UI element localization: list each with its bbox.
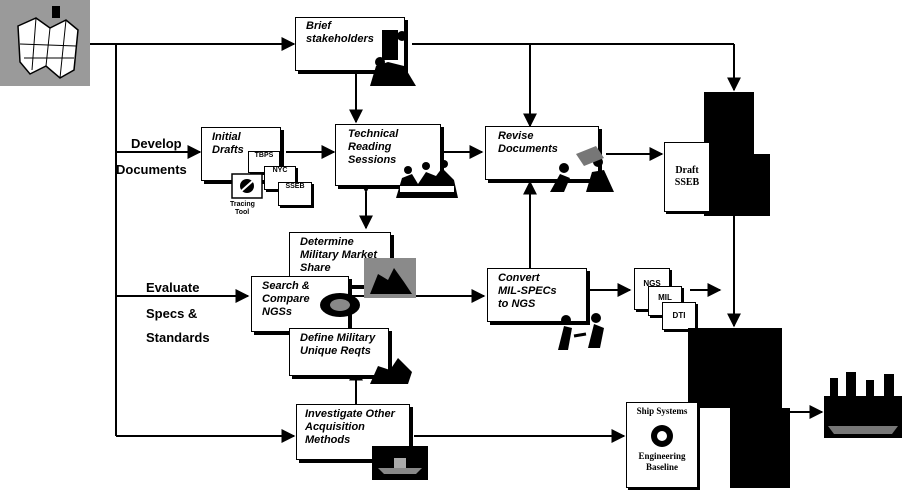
baseline-seal-icon — [651, 425, 673, 447]
technical-reading-box: Technical Reading Sessions — [335, 124, 441, 186]
bottom-black-block-main — [688, 328, 782, 408]
technical-line2: Reading — [348, 141, 392, 153]
tbps-label: TBPS — [254, 152, 274, 159]
convert-milspecs-box: Convert MIL-SPECs to NGS — [487, 268, 587, 322]
investigate-line1: Investigate Other — [305, 408, 395, 420]
investigate-line3: Methods — [305, 434, 351, 446]
tracing-tool-icon — [231, 173, 263, 199]
search-line1: Search & — [262, 280, 310, 292]
convert-line2: MIL-SPECs — [498, 285, 557, 297]
revise-figures-image — [550, 146, 614, 192]
brief-line1: Brief — [306, 20, 332, 32]
right-black-block-mid — [728, 154, 770, 216]
reading-session-image — [396, 160, 458, 198]
map-illustration — [0, 0, 90, 86]
evaluate-label-line1: Evaluate — [146, 280, 200, 295]
brief-line2: stakeholders — [306, 33, 374, 45]
search-magnifier-image — [320, 293, 360, 317]
define-line2: Unique Reqts — [300, 345, 371, 357]
determine-line1: Determine — [300, 236, 354, 248]
sseb-small-label: SSEB — [285, 183, 305, 190]
bottom-black-block-lower — [730, 408, 790, 488]
determine-line3: Share — [300, 262, 331, 274]
draft-sseb-line2: SSEB — [674, 177, 700, 188]
evaluate-label-line2: Specs & — [146, 306, 198, 321]
stakeholders-figures-image — [370, 30, 416, 86]
market-share-image — [364, 258, 416, 298]
mil-label: MIL — [658, 293, 672, 302]
convert-figures-image — [558, 313, 604, 350]
search-line2: Compare — [262, 293, 310, 305]
ngs-label: NGS — [643, 279, 661, 288]
develop-label-line2: Documents — [116, 162, 187, 177]
baseline-line1: Ship Systems — [636, 406, 688, 416]
nyc-label: NYC — [272, 167, 288, 174]
acquisition-ship-image — [372, 446, 428, 480]
investigate-line2: Acquisition — [305, 421, 365, 433]
develop-label-line1: Develop — [131, 136, 182, 151]
search-line3: NGSs — [262, 306, 292, 318]
tracing-tool-line1: Tracing — [230, 201, 255, 208]
dti-label: DTI — [672, 311, 686, 320]
initial-line1: Initial — [212, 131, 241, 143]
revise-line2: Documents — [498, 143, 558, 155]
evaluate-label-line3: Standards — [146, 330, 210, 345]
technical-line1: Technical — [348, 128, 399, 140]
determine-line2: Military Market — [300, 249, 378, 261]
revise-line1: Revise — [498, 130, 534, 142]
technical-line3: Sessions — [348, 154, 397, 166]
define-figures-image — [370, 358, 412, 384]
draft-sseb-document: Draft SSEB — [664, 142, 710, 212]
draft-sseb-line1: Draft — [675, 165, 699, 176]
baseline-line2: Engineering — [638, 451, 686, 461]
initial-line2: Drafts — [212, 144, 244, 156]
baseline-document: Ship Systems Engineering Baseline — [626, 402, 698, 488]
define-military-box: Define Military Unique Reqts — [289, 328, 389, 376]
convert-line3: to NGS — [498, 298, 536, 310]
baseline-line3: Baseline — [645, 462, 678, 472]
convert-line1: Convert — [498, 272, 540, 284]
define-line1: Define Military — [300, 332, 376, 344]
sseb-small-document: SSEB — [278, 182, 312, 206]
dti-document: DTI — [662, 302, 696, 330]
final-fleet-image — [824, 372, 902, 438]
tracing-tool-line2: Tool — [235, 209, 250, 216]
